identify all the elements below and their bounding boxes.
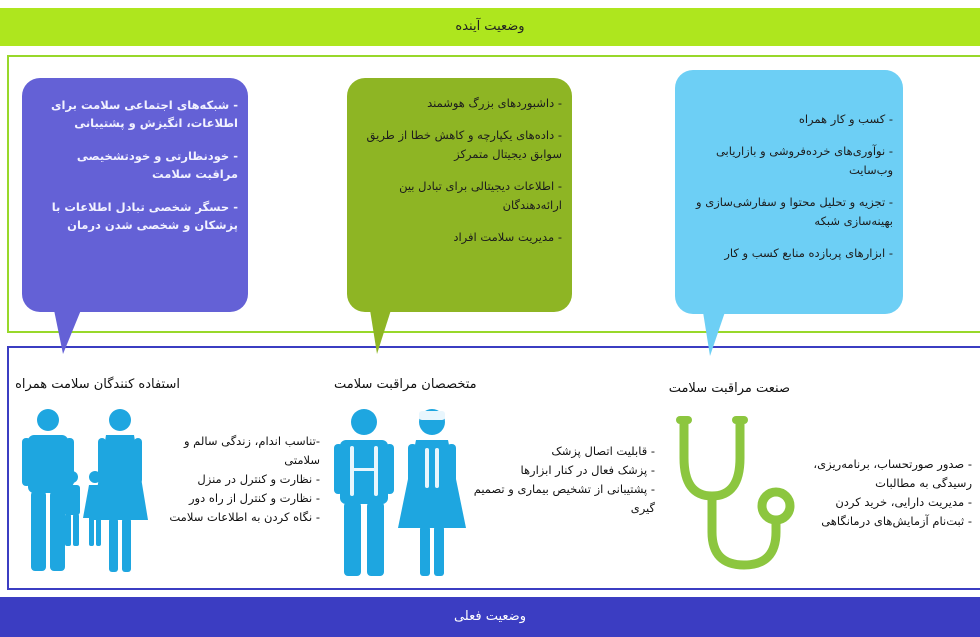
list-item: - صدور صورتحساب، برنامه‌ریزی، رسیدگی به … bbox=[813, 457, 972, 490]
group-title-industry: صنعت مراقبت سلامت bbox=[668, 381, 790, 396]
group-title-users: استفاده کنندگان سلامت همراه bbox=[15, 377, 180, 392]
doctors-icon bbox=[334, 409, 466, 576]
bubble-tail-professionals bbox=[370, 310, 391, 354]
list-item: - ثبت‌نام آزمایش‌های درمانگاهی bbox=[821, 513, 972, 528]
future-state-title: وضعیت آینده bbox=[455, 19, 525, 34]
current-state-frame bbox=[7, 346, 980, 590]
list-item: - مدیریت سلامت افراد bbox=[453, 229, 562, 244]
professionals-current-list: - قابلیت اتصال پزشک - پزشک فعال در کنار … bbox=[470, 442, 655, 518]
list-item: - تجزیه و تحلیل محتوا و سفارشی‌سازی و به… bbox=[696, 195, 893, 228]
future-state-bar: وضعیت آینده bbox=[0, 8, 980, 46]
list-item: -تناسب اندام، زندگی سالم و سلامتی bbox=[183, 434, 320, 467]
bubble-industry-future: - کسب و کار همراه - نوآوری‌های خرده‌فروش… bbox=[675, 70, 903, 314]
list-item: - پشتیبانی از تشخیص بیماری و تصمیم گیری bbox=[473, 481, 655, 515]
list-item: - مدیریت دارایی، خرید کردن bbox=[835, 494, 972, 509]
bubble-tail-industry bbox=[703, 312, 725, 356]
list-item: - اطلاعات دیجیتالی برای تبادل بین ارائه‌… bbox=[399, 179, 562, 212]
list-item: - نوآوری‌های خرده‌فروشی و بازاریابی وب‌س… bbox=[715, 144, 893, 177]
list-item: - نظارت و کنترل از راه دور bbox=[188, 490, 320, 505]
bubble-users-future: - شبکه‌های اجتماعی سلامت برای اطلاعات، ا… bbox=[22, 78, 248, 312]
bubble-professionals-future: - داشبوردهای بزرگ هوشمند - داده‌های یکپا… bbox=[347, 78, 572, 312]
group-title-professionals: متخصصان مراقبت سلامت bbox=[334, 377, 477, 392]
list-item: - کسب و کار همراه bbox=[798, 112, 893, 126]
list-item: - قابلیت اتصال پزشک bbox=[551, 444, 655, 458]
bubble-tail-users bbox=[54, 310, 81, 354]
list-item: - خودنظارتی و خودتشخیصی مراقبت سلامت bbox=[76, 148, 238, 182]
family-icon bbox=[22, 409, 148, 572]
list-item: - پزشک فعال در کنار ابزارها bbox=[520, 462, 655, 477]
list-item: - شبکه‌های اجتماعی سلامت برای اطلاعات، ا… bbox=[50, 98, 238, 131]
stethoscope-icon bbox=[676, 416, 795, 570]
list-item: - داشبوردهای بزرگ هوشمند bbox=[427, 96, 562, 110]
list-item: - حسگر شخصی تبادل اطلاعات با پزشکان و شخ… bbox=[51, 199, 238, 232]
list-item: - نظارت و کنترل در منزل bbox=[197, 471, 320, 486]
current-state-bar: وضعیت فعلی bbox=[0, 597, 980, 637]
list-item: - داده‌های یکپارچه و کاهش خطا از طریق سو… bbox=[366, 128, 562, 161]
list-item: - نگاه کردن به اطلاعات سلامت bbox=[169, 509, 320, 524]
users-current-list: -تناسب اندام، زندگی سالم و سلامتی - نظار… bbox=[160, 432, 320, 527]
current-state-title: وضعیت فعلی bbox=[453, 609, 527, 624]
list-item: - ابزارهای پربازده منابع کسب و کار bbox=[724, 245, 893, 260]
industry-current-list: - صدور صورتحساب، برنامه‌ریزی، رسیدگی به … bbox=[800, 455, 972, 531]
future-state-frame bbox=[7, 55, 980, 333]
